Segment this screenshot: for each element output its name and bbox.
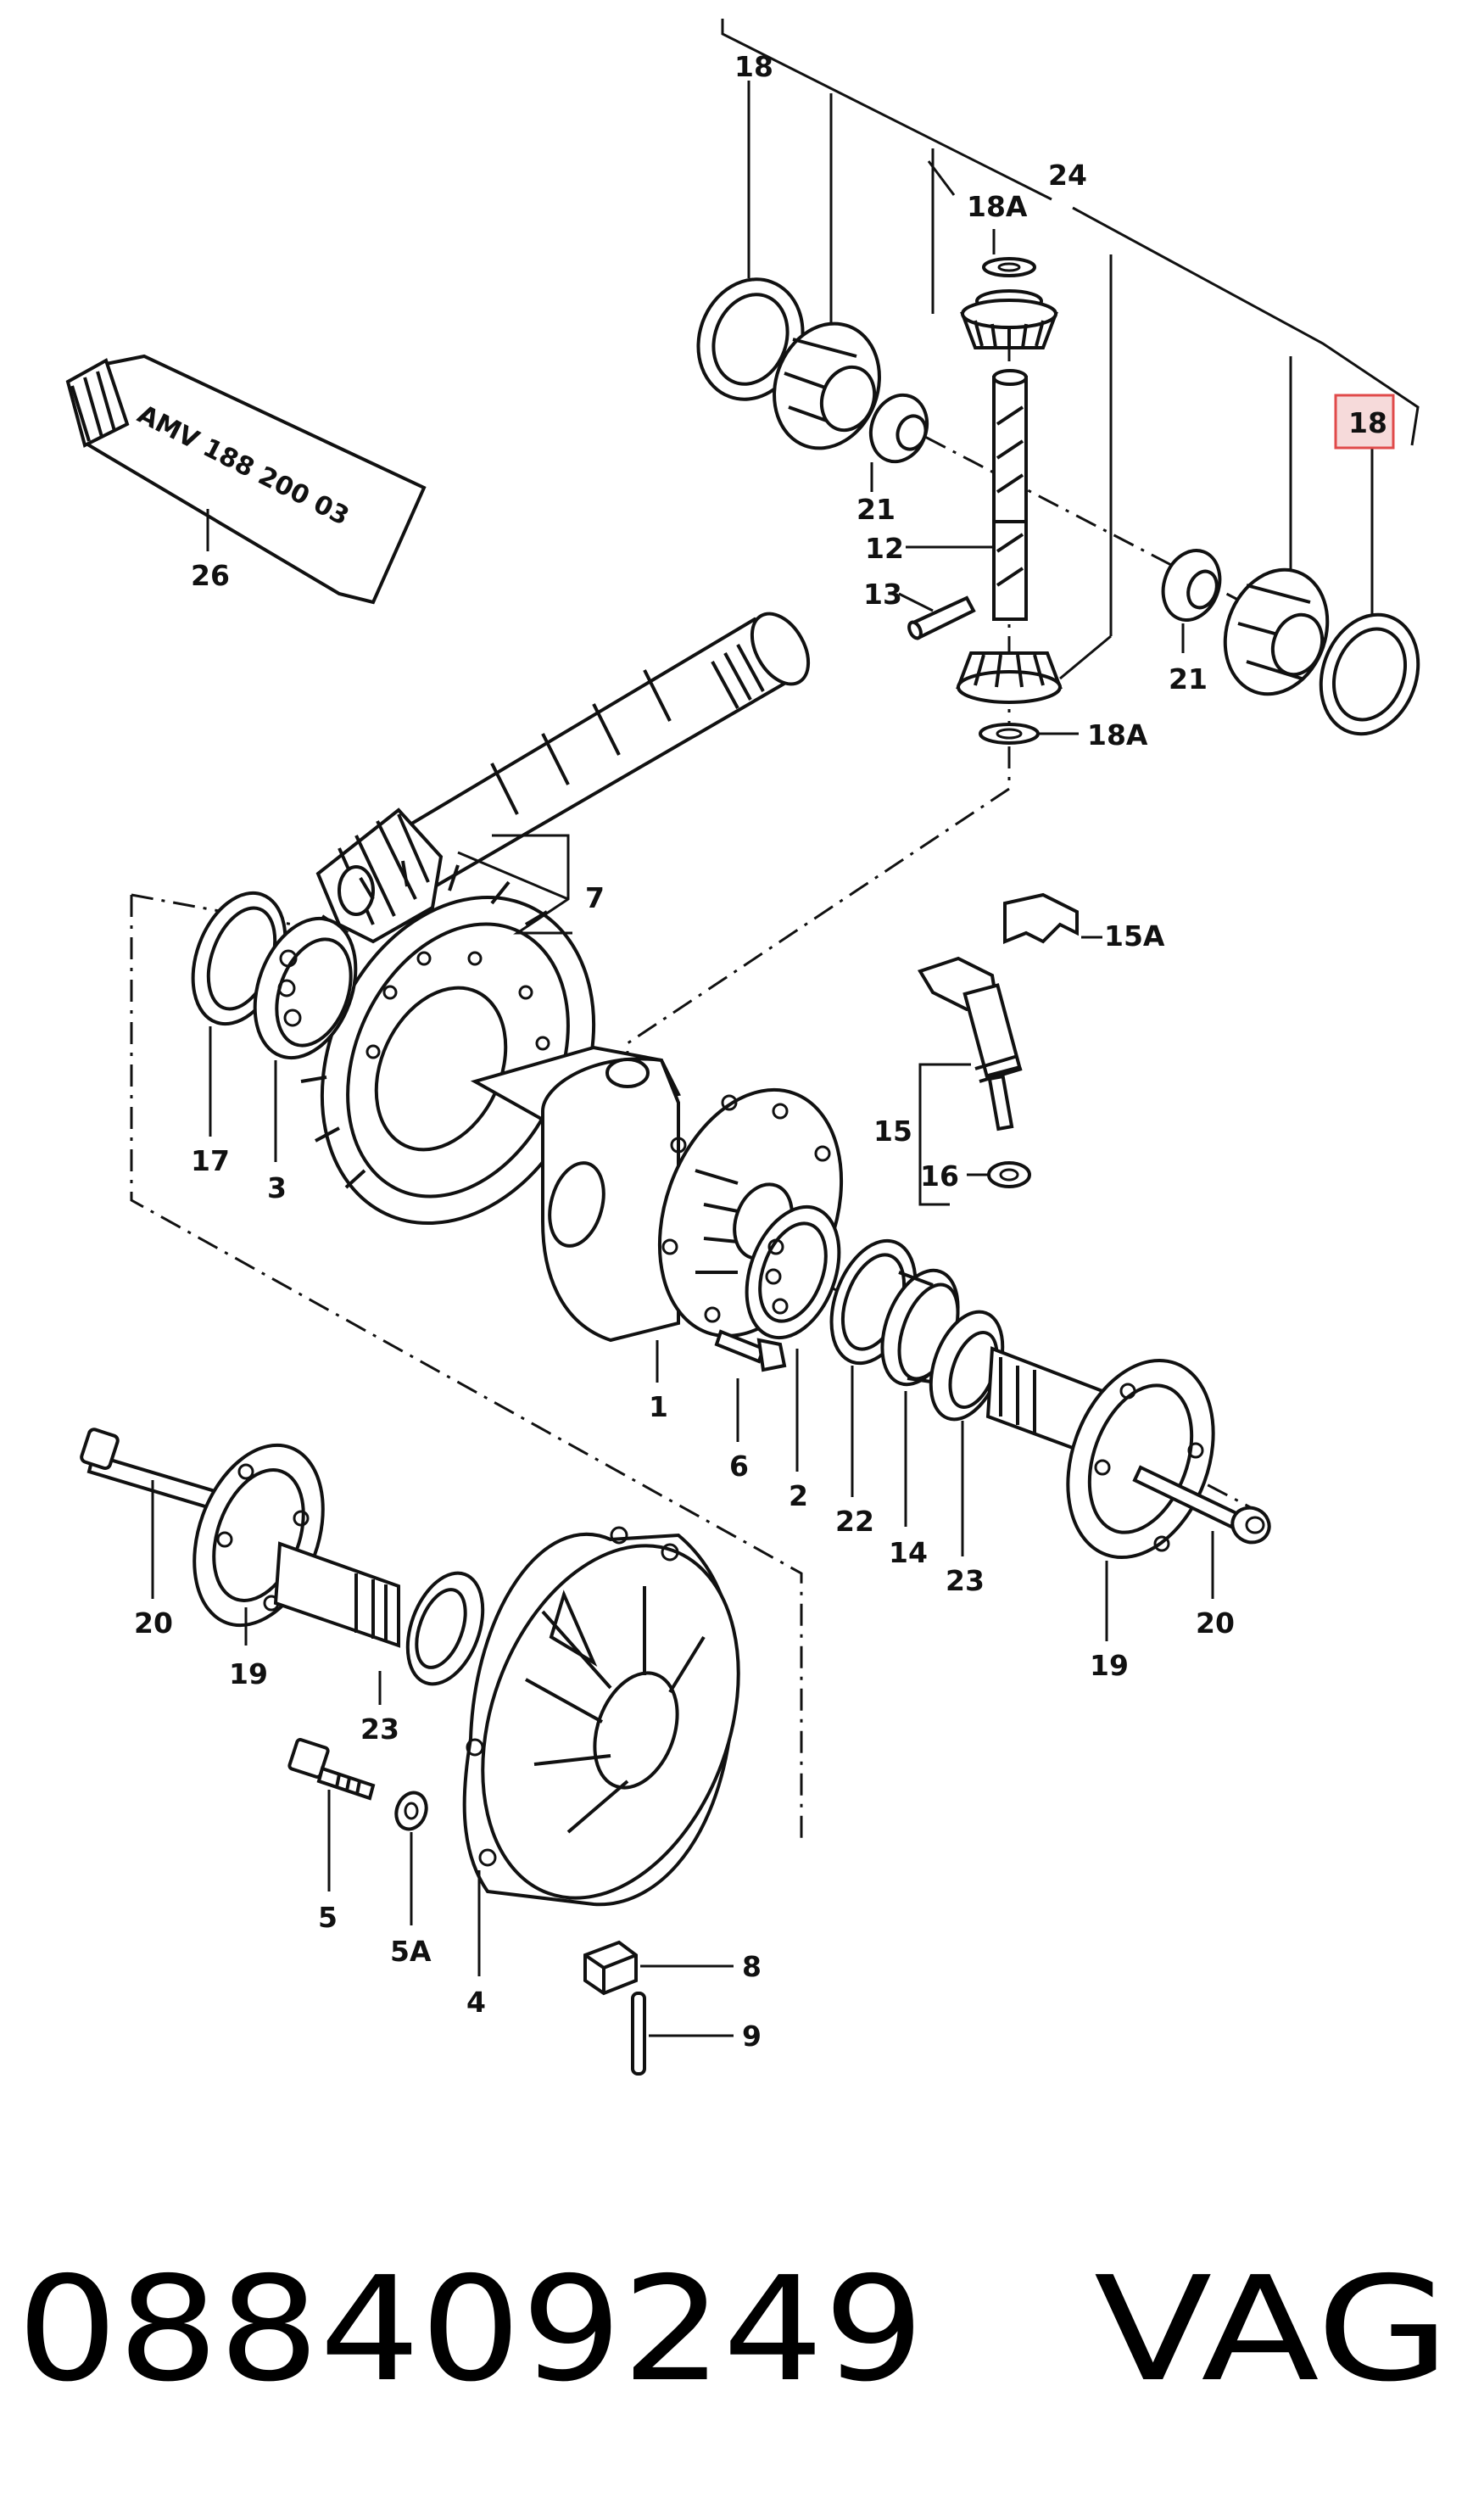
callout-2: 2	[789, 1479, 808, 1512]
sealant-tube-26: AMV 188 200 03	[65, 354, 427, 605]
callout-8: 8	[742, 1950, 762, 1983]
pinion-gear-top	[960, 257, 1058, 349]
crown-wheel	[296, 860, 596, 1226]
callout-labels: 18 18A 24 18 21 12 13 21 18A 26 7 15A 15…	[134, 50, 1387, 2053]
assembly-24-bracket	[721, 19, 1420, 680]
callout-3: 3	[267, 1171, 287, 1204]
callout-15a: 15A	[1104, 919, 1165, 953]
callout-18a-top: 18A	[967, 190, 1028, 223]
callout-24: 24	[1048, 159, 1087, 192]
dowel-pin-9	[631, 1992, 646, 2076]
drive-pinion-shaft-7	[315, 612, 811, 944]
brand-name: VAG	[1094, 2246, 1450, 2414]
callout-21-right: 21	[1169, 662, 1208, 696]
speed-sensor-15	[918, 956, 1023, 1131]
differential-shaft-12	[992, 369, 1028, 621]
callout-12: 12	[865, 532, 904, 565]
callout-1: 1	[649, 1390, 668, 1423]
housing-cover-4	[462, 1526, 740, 1907]
callout-13: 13	[863, 578, 902, 611]
sleeve-21-left	[868, 393, 929, 464]
part-number: 088409249	[17, 2246, 924, 2414]
leader-lines	[151, 81, 1374, 2037]
callout-18-top: 18	[734, 50, 773, 83]
bolt-5	[287, 1738, 376, 1801]
bearing-3	[253, 916, 358, 1060]
highlight-box	[1334, 394, 1395, 450]
callout-19-left: 19	[229, 1657, 268, 1690]
callout-18a-bottom: 18A	[1087, 718, 1148, 752]
flange-bolt-20-right	[1132, 1465, 1271, 1545]
clip-15a	[1003, 892, 1079, 944]
side-gear-right	[1223, 567, 1330, 696]
callout-14: 14	[889, 1536, 928, 1569]
bearing-2	[745, 1204, 841, 1340]
callout-5a: 5A	[390, 1935, 432, 1968]
callout-18-highlight[interactable]: 18	[1348, 406, 1387, 439]
pinion-gear-bottom	[956, 651, 1063, 745]
callout-26: 26	[191, 559, 230, 592]
sleeve-21-right	[1161, 549, 1222, 622]
lock-pin-13	[907, 595, 976, 640]
callout-5: 5	[318, 1901, 338, 1934]
drive-flange-19-left	[192, 1443, 400, 1648]
callout-17: 17	[191, 1144, 230, 1177]
drive-flange-19-right	[985, 1346, 1215, 1560]
seal-23-right	[929, 1310, 1005, 1422]
callout-22: 22	[835, 1505, 874, 1538]
thrust-washer-18-right	[1319, 612, 1420, 736]
callout-15: 15	[873, 1115, 912, 1148]
callout-20-left: 20	[134, 1606, 173, 1640]
bolt-6	[714, 1329, 787, 1372]
callout-7: 7	[585, 881, 605, 914]
callout-9: 9	[742, 2020, 762, 2053]
thrust-washer-18-left	[696, 277, 805, 401]
callout-21-left: 21	[856, 493, 896, 526]
side-gear-left	[773, 321, 881, 450]
callout-19-right: 19	[1090, 1649, 1129, 1682]
callout-16: 16	[920, 1159, 959, 1193]
callout-6: 6	[729, 1450, 749, 1483]
seal-23-left	[405, 1571, 485, 1686]
callout-23-left: 23	[360, 1713, 399, 1746]
washer-16	[987, 1161, 1031, 1188]
washer-5a	[394, 1791, 428, 1831]
callout-23-right: 23	[946, 1564, 985, 1597]
callout-20-right: 20	[1196, 1606, 1235, 1640]
magnet-8	[583, 1940, 638, 1996]
callout-4: 4	[466, 1986, 486, 2019]
